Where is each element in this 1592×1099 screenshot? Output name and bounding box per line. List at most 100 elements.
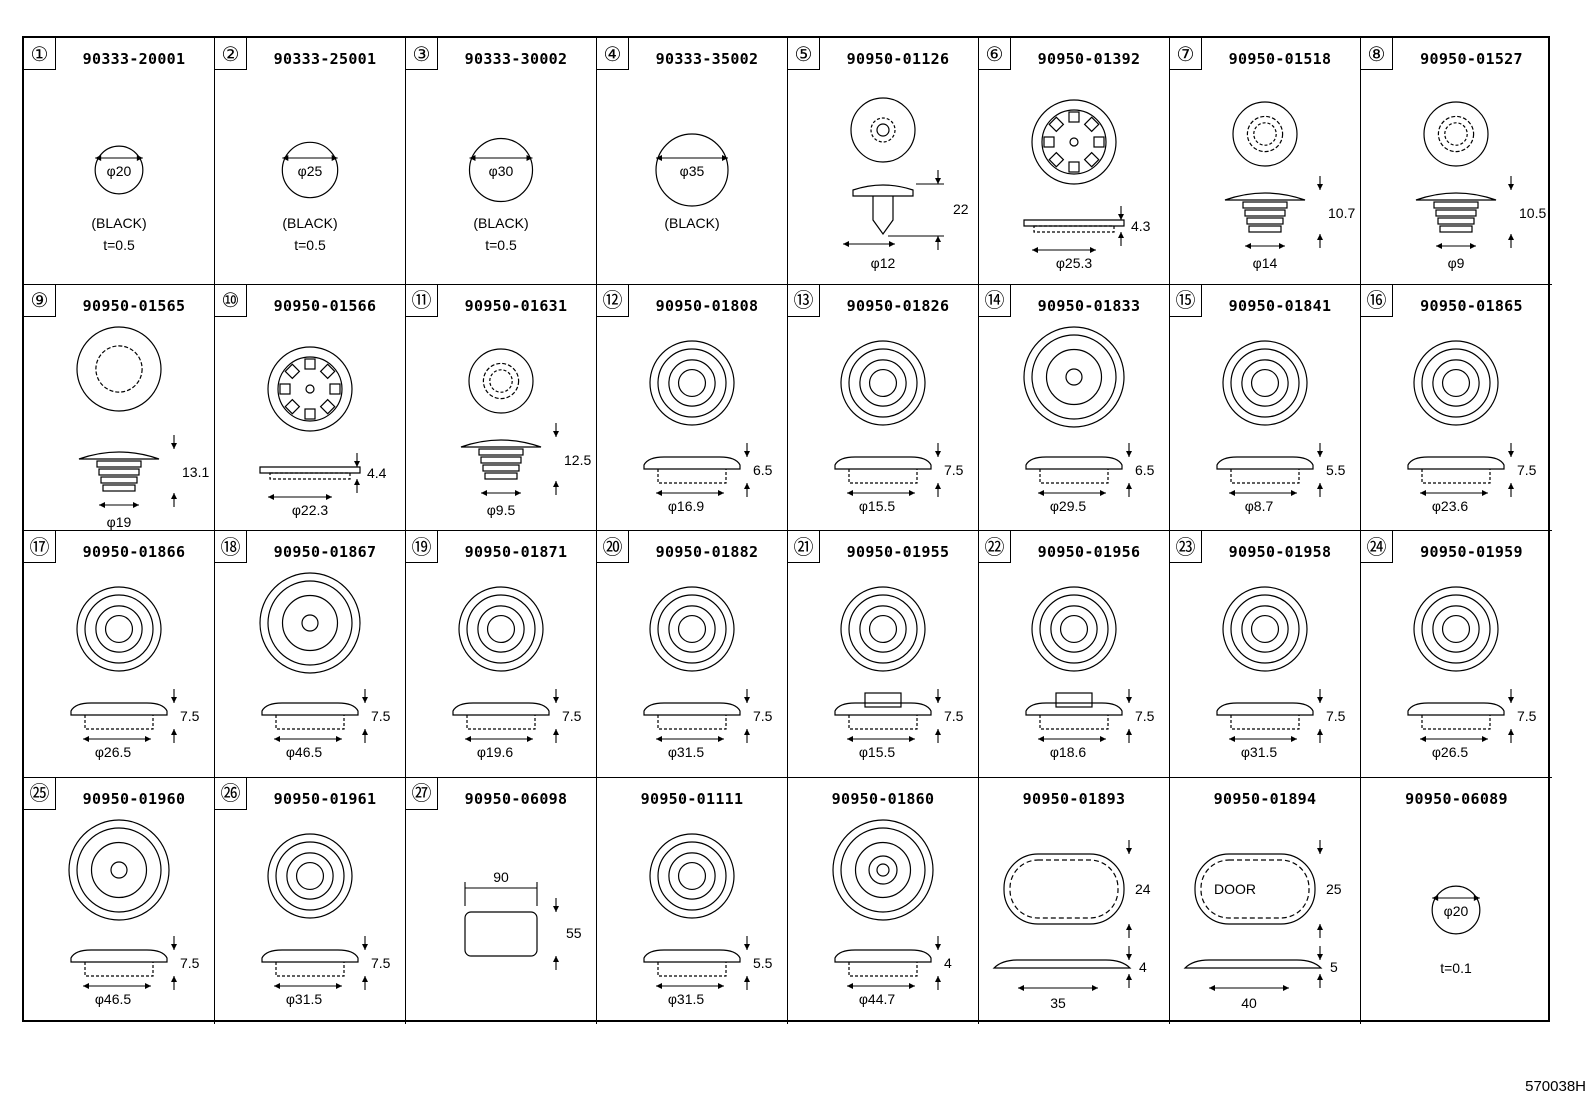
part-drawing: φ20(BLACK)t=0.5: [91, 145, 147, 253]
part-number: 90950-01866: [82, 543, 186, 561]
part-number: 90950-01808: [655, 296, 759, 315]
dim-height: 6.5: [1135, 462, 1155, 478]
part-index: ⑮: [1170, 284, 1202, 317]
part-number: 90950-01565: [82, 296, 186, 315]
part-number: 90950-01955: [846, 543, 950, 561]
dim-height: 7.5: [1517, 708, 1537, 724]
dim-diameter: φ35: [680, 163, 705, 179]
part-cell: ① 90333-20001 φ20(BLACK)t=0.5: [24, 38, 215, 285]
dim-height: 22: [953, 201, 969, 217]
door-label: DOOR: [1214, 881, 1256, 897]
dim-width: 35: [1050, 995, 1066, 1011]
part-number: 90333-30002: [464, 50, 568, 68]
dim-height: 5.5: [753, 955, 773, 971]
dim-diameter: φ20: [107, 163, 132, 179]
part-number: 90950-01894: [1213, 789, 1317, 808]
part-drawing: 90 55: [464, 869, 582, 970]
part-index-number: ⑦: [1176, 41, 1195, 66]
dim-diameter: φ30: [489, 163, 514, 179]
part-index-number: ⑭: [984, 288, 1005, 312]
dim-height: 7.5: [371, 708, 391, 724]
dim-width: 90: [493, 869, 509, 885]
part-index: ⑦: [1170, 38, 1202, 70]
part-drawing: 10.5φ9: [1415, 101, 1546, 271]
part-index-number: ㉓: [1175, 534, 1196, 559]
dim-diameter: φ31.5: [286, 991, 323, 1007]
part-index-number: ⑤: [794, 41, 813, 66]
dim-diameter: φ25: [298, 163, 323, 179]
part-number: 90950-01833: [1037, 296, 1141, 315]
part-cell: ⑦ 90950-01518 10.7 φ14: [1170, 38, 1361, 285]
part-index-number: ⑫: [602, 288, 623, 312]
part-index-number: ①: [30, 41, 49, 66]
part-cell: ⑫ 90950-01808 6.5 φ16.9: [597, 284, 788, 531]
part-index-number: ㉕: [29, 781, 50, 805]
dim-diameter: φ8.7: [1245, 498, 1274, 514]
dim-diameter: φ14: [1253, 255, 1278, 271]
part-drawing: 5.5φ8.7: [1216, 339, 1346, 514]
dim-diameter: φ31.5: [1241, 744, 1278, 760]
dim-height: 7.5: [944, 708, 964, 724]
part-index: ⑳: [597, 531, 629, 563]
part-index: ㉓: [1170, 531, 1202, 563]
part-index: ③: [406, 38, 438, 70]
part-index-number: ⑰: [29, 534, 50, 559]
part-note-thickness: t=0.1: [1440, 960, 1472, 976]
dim-height: 6.5: [753, 462, 773, 478]
part-index: ⑲: [406, 531, 438, 563]
part-index-number: ⑩: [221, 288, 240, 312]
part-index: ㉗: [406, 777, 438, 810]
dim-height: 24: [1135, 881, 1151, 897]
part-index: ⑫: [597, 284, 629, 317]
part-number: 90950-01126: [846, 50, 950, 68]
part-number: 90950-01956: [1037, 543, 1141, 561]
dim-diameter: φ25.3: [1056, 255, 1093, 271]
part-index: ⑨: [24, 284, 56, 317]
part-index-number: ⑯: [1366, 288, 1387, 312]
dim-height: 7.5: [371, 955, 391, 971]
part-index-number: ⑲: [411, 534, 432, 559]
dim-height: 55: [566, 925, 582, 941]
dim-height: 7.5: [753, 708, 773, 724]
part-index-number: ③: [412, 41, 431, 66]
part-number: 90950-06098: [464, 789, 568, 808]
part-index-number: ⑥: [985, 41, 1004, 66]
dim-diameter: φ16.9: [668, 498, 705, 514]
part-index: ⑬: [788, 284, 820, 317]
part-drawing: 12.5φ9.5: [460, 347, 591, 518]
part-index: ㉑: [788, 531, 820, 563]
part-number: 90950-01527: [1420, 50, 1523, 68]
part-note-thickness: t=0.5: [294, 237, 326, 253]
dim-height: 12.5: [564, 452, 591, 468]
dim-height: 7.5: [562, 708, 582, 724]
part-index-number: ⑬: [793, 288, 814, 312]
part-index-number: ㉗: [411, 781, 432, 805]
part-note: (BLACK): [473, 215, 528, 231]
part-number: 90950-01518: [1228, 50, 1332, 68]
dim-thickness: 5: [1330, 959, 1338, 975]
part-index-number: ⑧: [1367, 41, 1386, 66]
part-number: 90333-20001: [82, 50, 186, 68]
dim-height: 10.7: [1328, 205, 1355, 221]
part-number: 90950-01882: [655, 543, 759, 561]
part-index: ⑤: [788, 38, 820, 70]
